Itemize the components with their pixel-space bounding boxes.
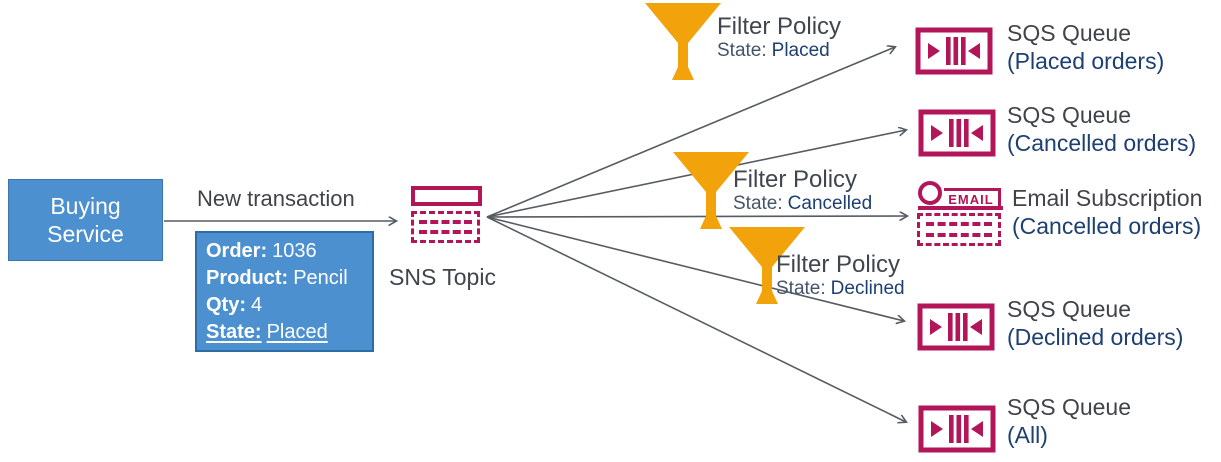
- email-underline: [918, 206, 1003, 210]
- buying-service-box: Buying Service: [8, 179, 163, 261]
- dash-row: [418, 220, 473, 224]
- target-scope: (Cancelled orders): [1012, 213, 1202, 239]
- order-field-label: Qty:: [206, 294, 246, 316]
- sqs-queue-icon-cancelled: [918, 109, 996, 157]
- state-value: Placed: [771, 40, 830, 61]
- email-subscription-icon: EMAIL: [916, 180, 1004, 246]
- funnel-icon-declined: [729, 227, 805, 304]
- filter-funnels: [645, 3, 805, 304]
- buying-service-label-line1: Buying: [50, 193, 121, 219]
- target-scope: (Cancelled orders): [1007, 130, 1197, 156]
- state-label: State:: [733, 193, 783, 214]
- filter-policy-state: State:Placed: [717, 40, 841, 62]
- email-frame: EMAIL: [944, 188, 1001, 207]
- target-name: SQS Queue: [1007, 296, 1132, 322]
- order-field-label: Product:: [206, 267, 289, 289]
- target-name: SQS Queue: [1007, 20, 1132, 46]
- sqs-queue-icon-declined: [917, 303, 995, 351]
- target-name: SQS Queue: [1007, 102, 1132, 128]
- sns-topic-label: SNS Topic: [389, 264, 496, 290]
- filter-policy-declined: Filter Policy State:Declined: [776, 252, 905, 300]
- order-field-label: State:: [206, 321, 262, 343]
- funnel-icon-placed: [645, 3, 721, 80]
- email-icon-body: [917, 213, 1001, 246]
- email-icon-text: EMAIL: [948, 192, 994, 207]
- arrow-sns-to-declined-queue: [486, 216, 904, 321]
- order-row-product: Product:Pencil: [206, 265, 363, 292]
- target-scope: (Declined orders): [1007, 324, 1184, 350]
- target-scope: (All): [1007, 422, 1048, 448]
- state-label: State:: [717, 40, 767, 61]
- order-field-value: 1036: [272, 240, 317, 262]
- target-scope: (Placed orders): [1007, 48, 1165, 74]
- target-label-declined-queue: SQS Queue (Declined orders): [1007, 295, 1183, 351]
- target-label-all-queue: SQS Queue (All): [1007, 393, 1131, 449]
- filter-policy-placed: Filter Policy State:Placed: [717, 14, 841, 62]
- filter-policy-state: State:Cancelled: [733, 193, 872, 215]
- new-transaction-label: New transaction: [197, 186, 355, 211]
- state-value: Declined: [830, 278, 905, 299]
- funnel-icon-cancelled: [673, 152, 749, 229]
- dash-row: [925, 222, 993, 227]
- target-label-placed-queue: SQS Queue (Placed orders): [1007, 19, 1164, 75]
- target-name: Email Subscription: [1012, 185, 1203, 211]
- order-row-state: State:Placed: [206, 319, 363, 346]
- state-value: Cancelled: [787, 193, 873, 214]
- order-message-card: Order:1036 Product:Pencil Qty:4 State:Pl…: [195, 231, 374, 352]
- target-name: SQS Queue: [1007, 394, 1132, 420]
- sqs-queue-icon-all: [918, 405, 996, 453]
- order-row-qty: Qty:4: [206, 292, 363, 319]
- filter-policy-cancelled: Filter Policy State:Cancelled: [733, 167, 872, 215]
- sns-topic-icon-header: [411, 186, 482, 206]
- arrow-sns-to-email: [486, 216, 907, 217]
- email-circle: [918, 181, 942, 205]
- filter-policy-title: Filter Policy: [733, 166, 858, 193]
- sns-topic-icon: [411, 186, 483, 243]
- arrow-sns-to-all-queue: [486, 216, 906, 422]
- order-field-value: Placed: [266, 321, 328, 343]
- buying-service-label-line2: Service: [47, 221, 124, 247]
- filter-policy-state: State:Declined: [776, 278, 905, 300]
- target-label-email-subscription: Email Subscription (Cancelled orders): [1012, 184, 1202, 240]
- order-row-order: Order:1036: [206, 238, 363, 265]
- sns-topic-icon-body: [411, 211, 480, 243]
- order-field-label: Order:: [206, 240, 268, 262]
- filter-policy-title: Filter Policy: [776, 251, 901, 278]
- arrow-sns-to-placed-queue: [486, 47, 895, 218]
- order-field-value: Pencil: [293, 267, 348, 289]
- target-label-cancelled-queue: SQS Queue (Cancelled orders): [1007, 101, 1196, 157]
- dash-row: [418, 230, 473, 234]
- state-label: State:: [776, 278, 826, 299]
- sqs-queue-icon-placed: [915, 27, 993, 75]
- filter-policy-title: Filter Policy: [717, 13, 842, 40]
- dash-row: [925, 232, 993, 237]
- order-field-value: 4: [251, 294, 263, 316]
